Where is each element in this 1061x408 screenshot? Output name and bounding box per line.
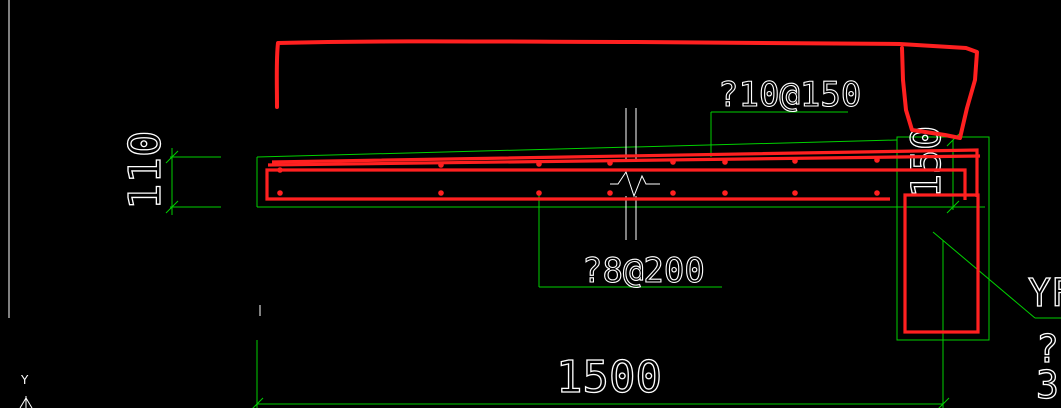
rebar-dots xyxy=(277,157,880,196)
dimension-150 xyxy=(897,133,985,214)
dimension-110 xyxy=(165,148,221,215)
dim-150-text: 150 xyxy=(904,126,950,198)
right-label-2: ?1 xyxy=(1036,327,1061,371)
y-axis-label: Y xyxy=(20,373,29,387)
top-rebar-label: ?10@150 xyxy=(718,75,861,115)
slab-rebar xyxy=(265,148,981,201)
dim-1500-text: 1500 xyxy=(556,352,662,403)
beam-stirrup xyxy=(903,193,980,334)
dimension-1500 xyxy=(252,240,950,408)
right-label: YF xyxy=(1028,271,1061,315)
right-label-3: 3 xyxy=(1036,363,1059,407)
slab-outline xyxy=(256,139,898,208)
leader-bottom-rebar xyxy=(538,192,722,288)
bottom-rebar-label: ?8@200 xyxy=(582,251,705,291)
break-line-symbol xyxy=(610,108,660,240)
leader-top-rebar xyxy=(710,111,848,157)
leader-right xyxy=(932,231,1061,319)
dim-110-text: 110 xyxy=(120,131,171,210)
y-axis-indicator xyxy=(19,396,33,408)
red-markup xyxy=(274,39,979,140)
